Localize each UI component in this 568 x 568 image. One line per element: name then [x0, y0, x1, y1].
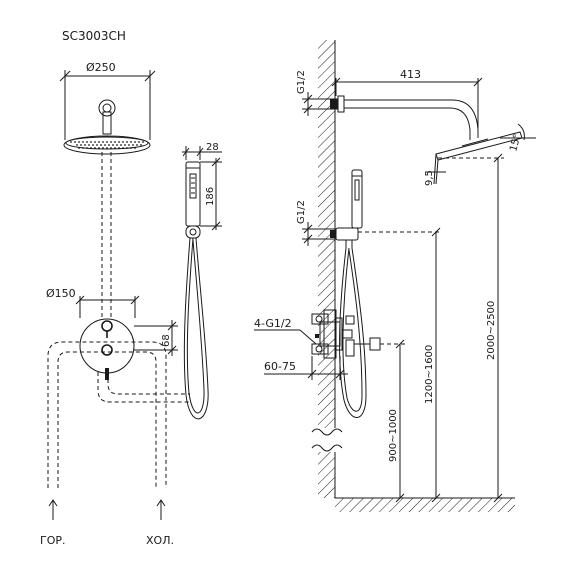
hose-inlet-label: G1/2 [296, 200, 307, 224]
mixer-depth-range-label: 60-75 [264, 360, 296, 373]
head-diameter-label: Ø250 [86, 61, 116, 74]
hand-shower-bracket [185, 225, 201, 239]
mixer-diameter-label: Ø150 [46, 287, 76, 300]
side-view: 413 G1/2 15° 9,5 G1/2 [254, 40, 536, 512]
mixer-connections-label: 4-G1/2 [254, 317, 292, 330]
mixer-depth-label: 68 [161, 334, 172, 347]
head-tilt-label: 15° [508, 133, 523, 153]
mixer-height-label: 900~1000 [388, 409, 399, 462]
arm-length-label: 413 [400, 68, 421, 81]
hand-shower-length-label: 186 [205, 187, 216, 206]
arm-inlet-label: G1/2 [296, 70, 307, 94]
hand-shower-width-label: 28 [206, 142, 219, 153]
shower-arm [344, 99, 479, 138]
floor [335, 498, 515, 512]
model-code: SC3003CH [62, 29, 126, 43]
mixer-lever [101, 344, 113, 356]
cold-label: ХОЛ. [146, 534, 174, 547]
mixer-cover-plate [79, 318, 135, 374]
hot-label: ГОР. [40, 534, 66, 547]
front-view: Ø250 Ø150 68 [40, 61, 222, 547]
head-height-label: 2000~2500 [486, 301, 497, 360]
concealed-mixer-body [311, 309, 381, 359]
arm-wall-flange [98, 99, 116, 117]
bracket-height-label: 1200~1600 [424, 345, 435, 404]
shower-hose-side [339, 247, 367, 418]
hand-shower-side [351, 169, 363, 229]
shower-hose [183, 237, 209, 420]
hose-outlet-bracket [335, 227, 359, 241]
hand-shower [185, 161, 201, 227]
shower-head-nozzles [70, 141, 144, 149]
arm-wall-flange-side [337, 95, 345, 113]
wall-lower [318, 452, 335, 498]
wall-upper [318, 40, 335, 428]
head-thickness-label: 9,5 [424, 170, 435, 186]
rain-shower-head [63, 135, 151, 155]
